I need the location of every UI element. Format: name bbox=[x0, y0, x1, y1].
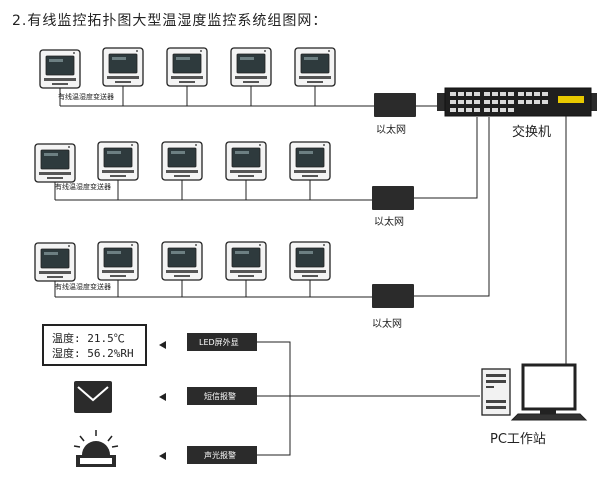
row-1: 有线温湿度变送器 以太网 bbox=[39, 47, 455, 136]
sensor-device-icon bbox=[230, 47, 272, 87]
sensor-device-icon bbox=[294, 47, 336, 87]
output-led-label: LED屏外显 bbox=[199, 337, 239, 347]
sensor-device-icon bbox=[225, 141, 267, 181]
switch-label: 交换机 bbox=[512, 124, 551, 140]
sensor-device-icon bbox=[161, 241, 203, 281]
ethernet-box-icon bbox=[372, 284, 414, 308]
network-switch-icon bbox=[437, 87, 597, 117]
sensor-device-icon bbox=[289, 141, 331, 181]
lcd-display-icon: 温度: 21.5℃ 湿度: 56.2%RH bbox=[42, 324, 147, 366]
sensor-device-icon bbox=[34, 242, 76, 282]
lcd-temperature: 温度: 21.5℃ bbox=[52, 331, 125, 345]
sensor-device-icon bbox=[166, 47, 208, 87]
switch-led-strip bbox=[558, 96, 584, 103]
arrow-left-icon bbox=[159, 341, 166, 349]
output-sms-label: 短信报警 bbox=[204, 391, 236, 401]
arrow-left-icon bbox=[159, 393, 166, 401]
sensor-device-icon bbox=[97, 141, 139, 181]
arrow-left-icon bbox=[159, 452, 166, 460]
lcd-humidity: 湿度: 56.2%RH bbox=[52, 346, 134, 360]
ethernet-box-icon bbox=[372, 186, 414, 210]
envelope-icon bbox=[74, 381, 112, 413]
sensor-row-label: 有线温湿度变送器 bbox=[55, 282, 111, 291]
ethernet-box-icon bbox=[374, 93, 416, 117]
sensor-device-icon bbox=[161, 141, 203, 181]
output-alarm-label: 声光报警 bbox=[204, 450, 236, 460]
output-led-box: LED屏外显 bbox=[187, 333, 257, 351]
sensor-device-icon bbox=[34, 143, 76, 183]
alarm-light-icon bbox=[73, 430, 119, 467]
ethernet-label: 以太网 bbox=[374, 215, 404, 228]
pc-workstation-icon bbox=[481, 363, 588, 421]
ethernet-label: 以太网 bbox=[372, 317, 402, 330]
sensor-device-icon bbox=[39, 49, 81, 89]
pc-label: PC工作站 bbox=[490, 432, 546, 447]
output-sms-box: 短信报警 bbox=[187, 387, 257, 405]
sensor-device-icon bbox=[102, 47, 144, 87]
row-2: 有线温湿度变送器 以太网 bbox=[34, 117, 478, 228]
sensor-row-label: 有线温湿度变送器 bbox=[55, 182, 111, 191]
ethernet-label: 以太网 bbox=[376, 123, 406, 136]
page-title: 2.有线监控拓扑图大型温湿度监控系统组图网： bbox=[12, 13, 328, 29]
sensor-device-icon bbox=[225, 241, 267, 281]
sensor-row-label: 有线温湿度变送器 bbox=[58, 92, 114, 101]
sensor-device-icon bbox=[289, 241, 331, 281]
output-alarm-box: 声光报警 bbox=[187, 446, 257, 464]
sensor-device-icon bbox=[97, 241, 139, 281]
row-3: 有线温湿度变送器 以太网 bbox=[34, 117, 490, 330]
